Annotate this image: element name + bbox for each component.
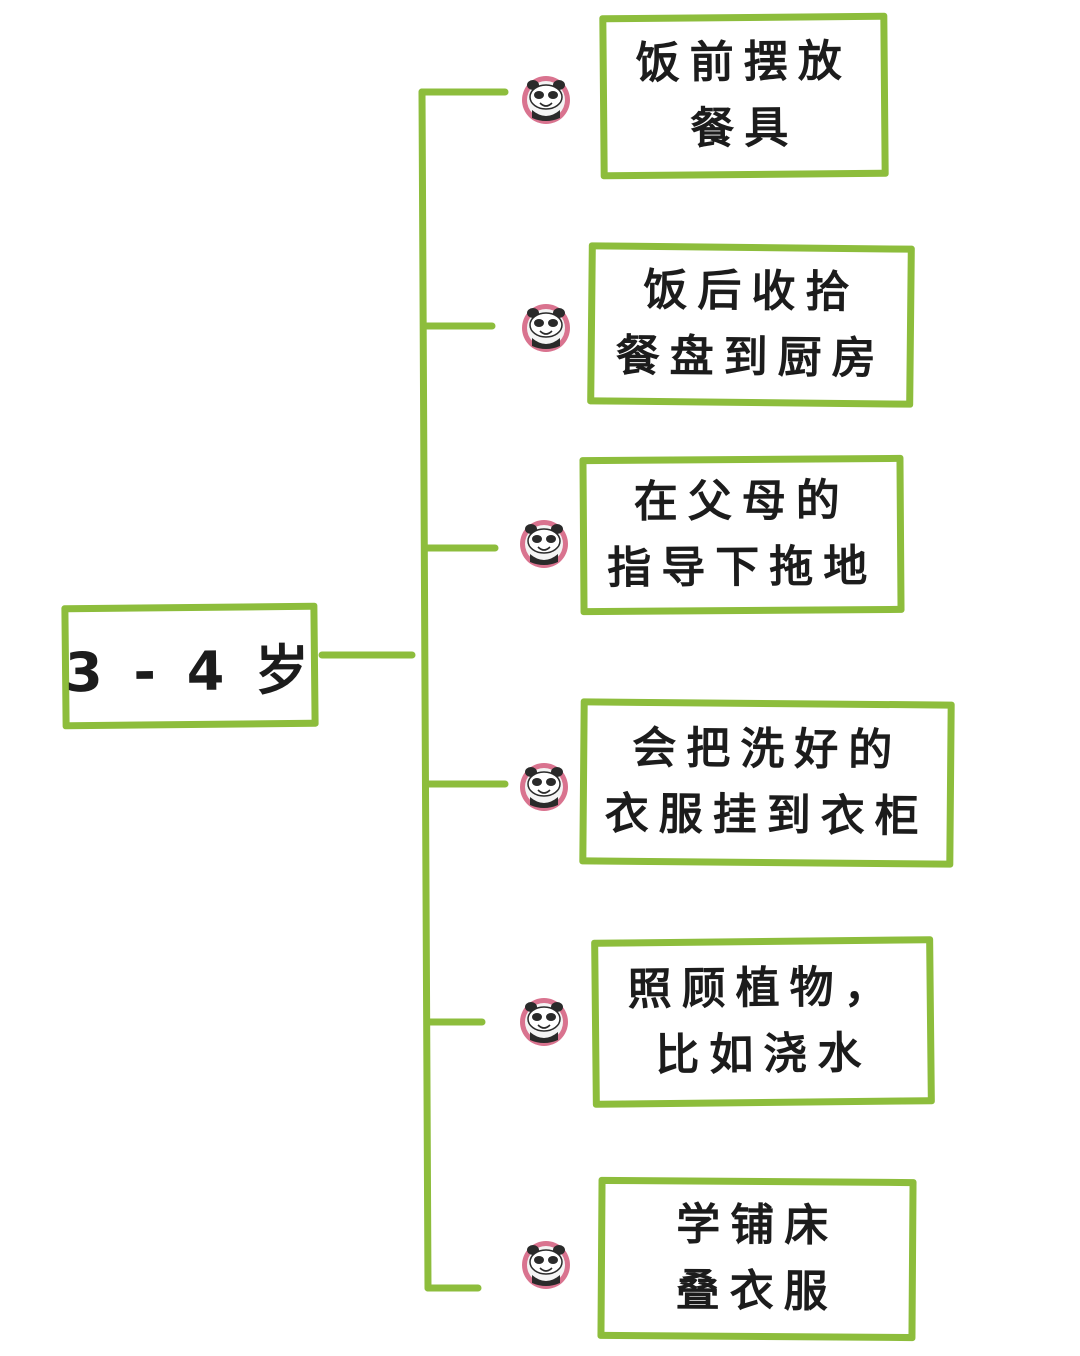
task-node: 饭后收拾 餐盘到厨房 bbox=[587, 242, 915, 408]
connector-lines bbox=[318, 88, 509, 1292]
avatars bbox=[519, 75, 571, 1290]
panda-avatar-icon bbox=[519, 997, 569, 1047]
root-node: 3 - 4 岁 bbox=[61, 602, 319, 730]
task-text-line: 衣服挂到衣柜 bbox=[604, 788, 929, 843]
task-node: 饭前摆放 餐具 bbox=[599, 12, 889, 180]
task-text-line: 指导下拖地 bbox=[607, 541, 878, 594]
task-node: 会把洗好的 衣服挂到衣柜 bbox=[579, 698, 955, 868]
panda-avatar-icon bbox=[521, 1240, 571, 1290]
task-text-line: 餐盘到厨房 bbox=[615, 330, 886, 385]
task-node: 学铺床 叠衣服 bbox=[597, 1176, 917, 1342]
panda-avatar-icon bbox=[519, 762, 569, 812]
task-text-line: 饭前摆放 bbox=[635, 36, 852, 89]
task-text-line: 会把洗好的 bbox=[632, 722, 903, 777]
task-text-line: 照顾植物， bbox=[627, 961, 898, 1016]
task-text-line: 在父母的 bbox=[633, 475, 850, 528]
task-text-line: 叠衣服 bbox=[675, 1265, 838, 1318]
trunk-line bbox=[418, 88, 432, 1292]
task-text-line: 饭后收拾 bbox=[643, 264, 860, 319]
task-text-line: 学铺床 bbox=[676, 1199, 839, 1252]
task-text-line: 比如浇水 bbox=[655, 1027, 872, 1082]
panda-avatar-icon bbox=[521, 75, 571, 125]
task-node: 照顾植物， 比如浇水 bbox=[591, 936, 935, 1108]
root-label: 3 - 4 岁 bbox=[64, 638, 316, 704]
task-node: 在父母的 指导下拖地 bbox=[579, 454, 905, 616]
task-text-line: 餐具 bbox=[690, 102, 799, 155]
panda-avatar-icon bbox=[521, 303, 571, 353]
panda-avatar-icon bbox=[519, 519, 569, 569]
